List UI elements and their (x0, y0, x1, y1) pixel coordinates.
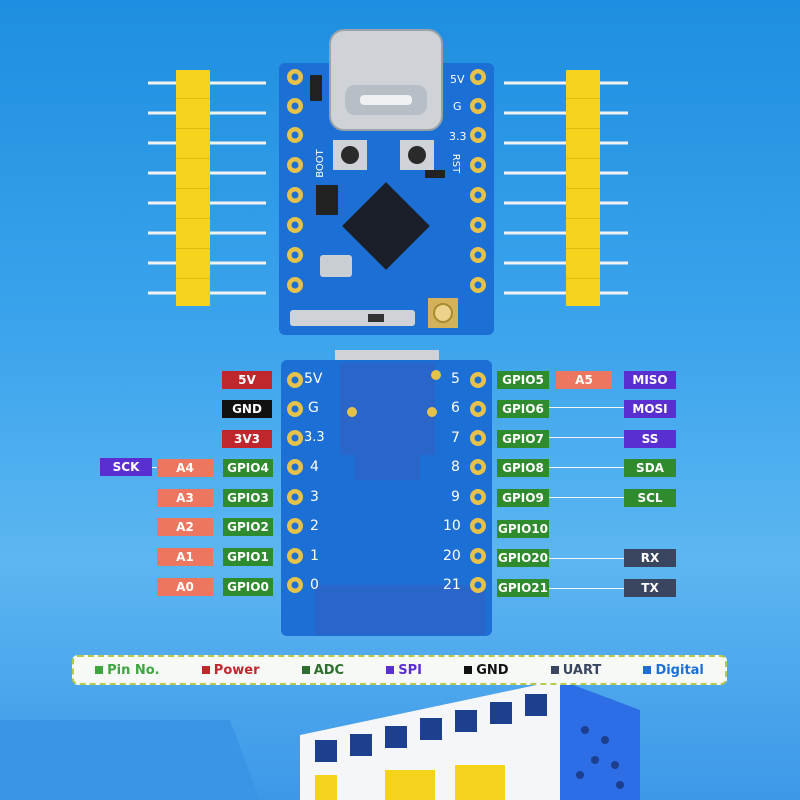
legend-swatch (201, 666, 210, 674)
pin-number-6: 6 (451, 400, 460, 416)
legend-label: ADC (313, 662, 345, 678)
label-a0: A0 (157, 578, 213, 596)
label-a2: A2 (157, 518, 213, 536)
pin-number-10: 10 (443, 518, 461, 534)
bottom-pcb (281, 360, 492, 636)
label-gpio20: GPIO20 (497, 549, 549, 567)
top-board-assembly (148, 29, 628, 335)
top-silk-5v: 5V (450, 73, 465, 86)
legend-swatch (95, 666, 104, 674)
top-silk-3v3: 3.3 (449, 130, 467, 143)
legend-swatch (301, 666, 310, 674)
label-gpio10: GPIO10 (497, 520, 549, 538)
legend-item-spi: SPI (386, 663, 422, 678)
legend-swatch (464, 666, 473, 674)
pin-number-5: 5 (451, 371, 460, 387)
pin-number-2: 2 (310, 518, 319, 534)
label-3v3-power: 3V3 (222, 430, 272, 448)
label-gpio4: GPIO4 (223, 459, 273, 477)
pin-number-5v: 5V (304, 371, 323, 387)
label-gnd: GND (222, 400, 272, 418)
label-gpio7: GPIO7 (497, 430, 549, 448)
legend-label: UART (562, 662, 602, 678)
leader-line (549, 497, 624, 498)
legend-item-power: Power (201, 662, 260, 678)
pin-number-4: 4 (310, 459, 319, 475)
label-gpio6: GPIO6 (497, 400, 549, 418)
bottom-left-pads (287, 372, 303, 593)
leader-line (549, 467, 624, 468)
leader-line (152, 467, 157, 468)
leader-line (549, 437, 624, 438)
mcu-chip (342, 182, 430, 270)
pin-number-3v3: 3.3 (304, 430, 325, 445)
top-silk-boot: BOOT (314, 149, 326, 178)
legend-item-gnd: GND (464, 662, 509, 678)
pin-number-20: 20 (443, 548, 461, 564)
legend-swatch (643, 666, 652, 674)
legend-item-adc: ADC (301, 662, 345, 678)
pin-number-7: 7 (451, 430, 460, 446)
legend-swatch (550, 666, 559, 674)
label-gpio8: GPIO8 (497, 459, 549, 477)
label-sda: SDA (624, 459, 676, 477)
leader-line (549, 407, 624, 408)
label-ss: SS (624, 430, 676, 448)
leader-line (549, 558, 624, 559)
label-a5: A5 (556, 371, 612, 389)
legend-item-pin-no: Pin No. (95, 663, 160, 678)
pin-number-8: 8 (451, 459, 460, 475)
pin-number-9: 9 (451, 489, 460, 505)
label-gpio3: GPIO3 (223, 489, 273, 507)
bottom-board (281, 350, 492, 636)
legend-label: Pin No. (107, 662, 160, 678)
legend-item-digital: Digital (643, 662, 704, 678)
label-mosi: MOSI (624, 400, 676, 418)
legend-item-uart: UART (550, 662, 602, 678)
legend-label: Power (213, 662, 260, 678)
label-5v-power: 5V (222, 371, 272, 389)
legend-label: GND (476, 662, 509, 678)
pin-number-0: 0 (310, 577, 319, 593)
label-scl: SCL (624, 489, 676, 507)
label-gpio2: GPIO2 (223, 518, 273, 536)
pin-number-3: 3 (310, 489, 319, 505)
label-a1: A1 (157, 548, 213, 566)
label-gpio0: GPIO0 (223, 578, 273, 596)
label-gpio9: GPIO9 (497, 489, 549, 507)
top-silk-g: G (453, 100, 462, 113)
pin-number-21: 21 (443, 577, 461, 593)
label-miso: MISO (624, 371, 676, 389)
pin-number-g: G (308, 400, 319, 416)
legend-label: Digital (655, 662, 704, 678)
label-sck: SCK (100, 458, 152, 476)
pin-number-1: 1 (310, 548, 319, 564)
label-a3: A3 (157, 489, 213, 507)
label-gpio1: GPIO1 (223, 548, 273, 566)
label-gpio5: GPIO5 (497, 371, 549, 389)
legend-label: SPI (398, 662, 423, 678)
label-a4: A4 (157, 459, 213, 477)
label-tx: TX (624, 579, 676, 597)
building-illustration (0, 680, 640, 800)
label-gpio21: GPIO21 (497, 579, 549, 597)
leader-line (549, 588, 624, 589)
legend-swatch (386, 666, 395, 674)
label-rx: RX (624, 549, 676, 567)
top-silk-rst: RST (450, 153, 462, 174)
legend: Pin No. Power ADC SPI GND UART Digital (72, 655, 727, 685)
